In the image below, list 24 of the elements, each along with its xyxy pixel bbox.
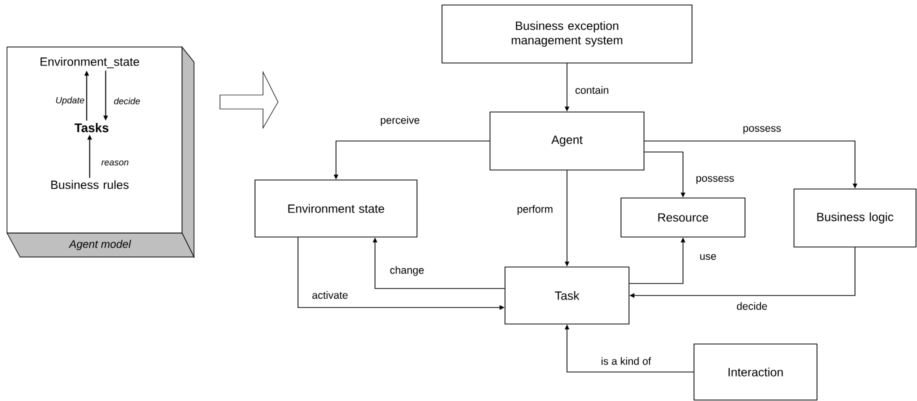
node-label: Agent model	[68, 240, 132, 250]
edge-label: Update	[54, 96, 86, 106]
edge-label: reason	[100, 160, 130, 166]
process-box: Task	[504, 266, 630, 324]
process-box: Interaction	[694, 344, 818, 400]
rules-text: Business rules	[51, 180, 129, 190]
process-box: Business exception management system	[442, 4, 692, 64]
edge-label: possess	[694, 175, 736, 185]
process-box: Resource	[620, 198, 746, 238]
edge-label: possess	[742, 125, 782, 135]
edge-label: contain	[574, 85, 610, 95]
edge-label: activate	[310, 290, 350, 300]
process-box: Business logic	[794, 188, 916, 248]
edge-label: change	[388, 265, 426, 277]
edge-label: decide	[112, 96, 142, 106]
edge-label: decide	[736, 301, 768, 311]
state-text: Environment_state	[40, 57, 140, 68]
edge-label: use	[698, 253, 718, 261]
tasks-text: Tasks	[74, 123, 108, 132]
edge-label: perform	[516, 204, 554, 216]
edge-label: is a kind of	[600, 356, 652, 366]
process-box: Environment state	[254, 180, 418, 238]
process-box: Agent	[490, 112, 644, 170]
edge-label: perceive	[379, 115, 421, 127]
